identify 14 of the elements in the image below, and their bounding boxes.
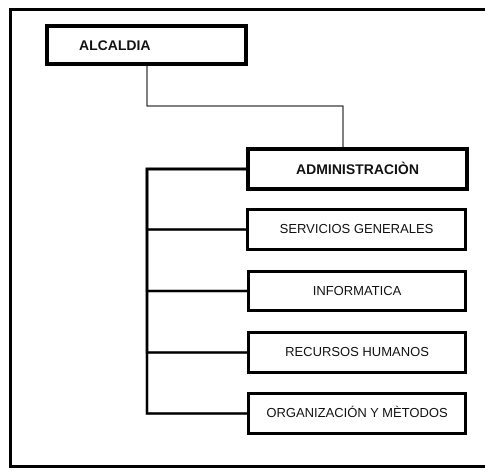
unit-name: SERVICIOS GENERALES: [280, 222, 434, 237]
unit-name: ALCALDIA: [79, 36, 151, 54]
org-unit-box: [247, 270, 467, 312]
unit-name: ORGANIZACIÓN Y MÈTODOS: [266, 406, 448, 421]
connector-line: [146, 66, 344, 148]
unit-name: ADMINISTRACIÒN: [296, 160, 419, 178]
org-unit-box: [247, 392, 467, 435]
unit-name: RECURSOS HUMANOS: [285, 345, 429, 360]
org-unit-box: [247, 331, 467, 374]
org-unit-box: [246, 208, 467, 251]
connector-line: [146, 168, 247, 415]
org-unit-box: [45, 24, 248, 66]
unit-name: INFORMATICA: [312, 284, 402, 298]
org-unit-box: [246, 147, 469, 191]
